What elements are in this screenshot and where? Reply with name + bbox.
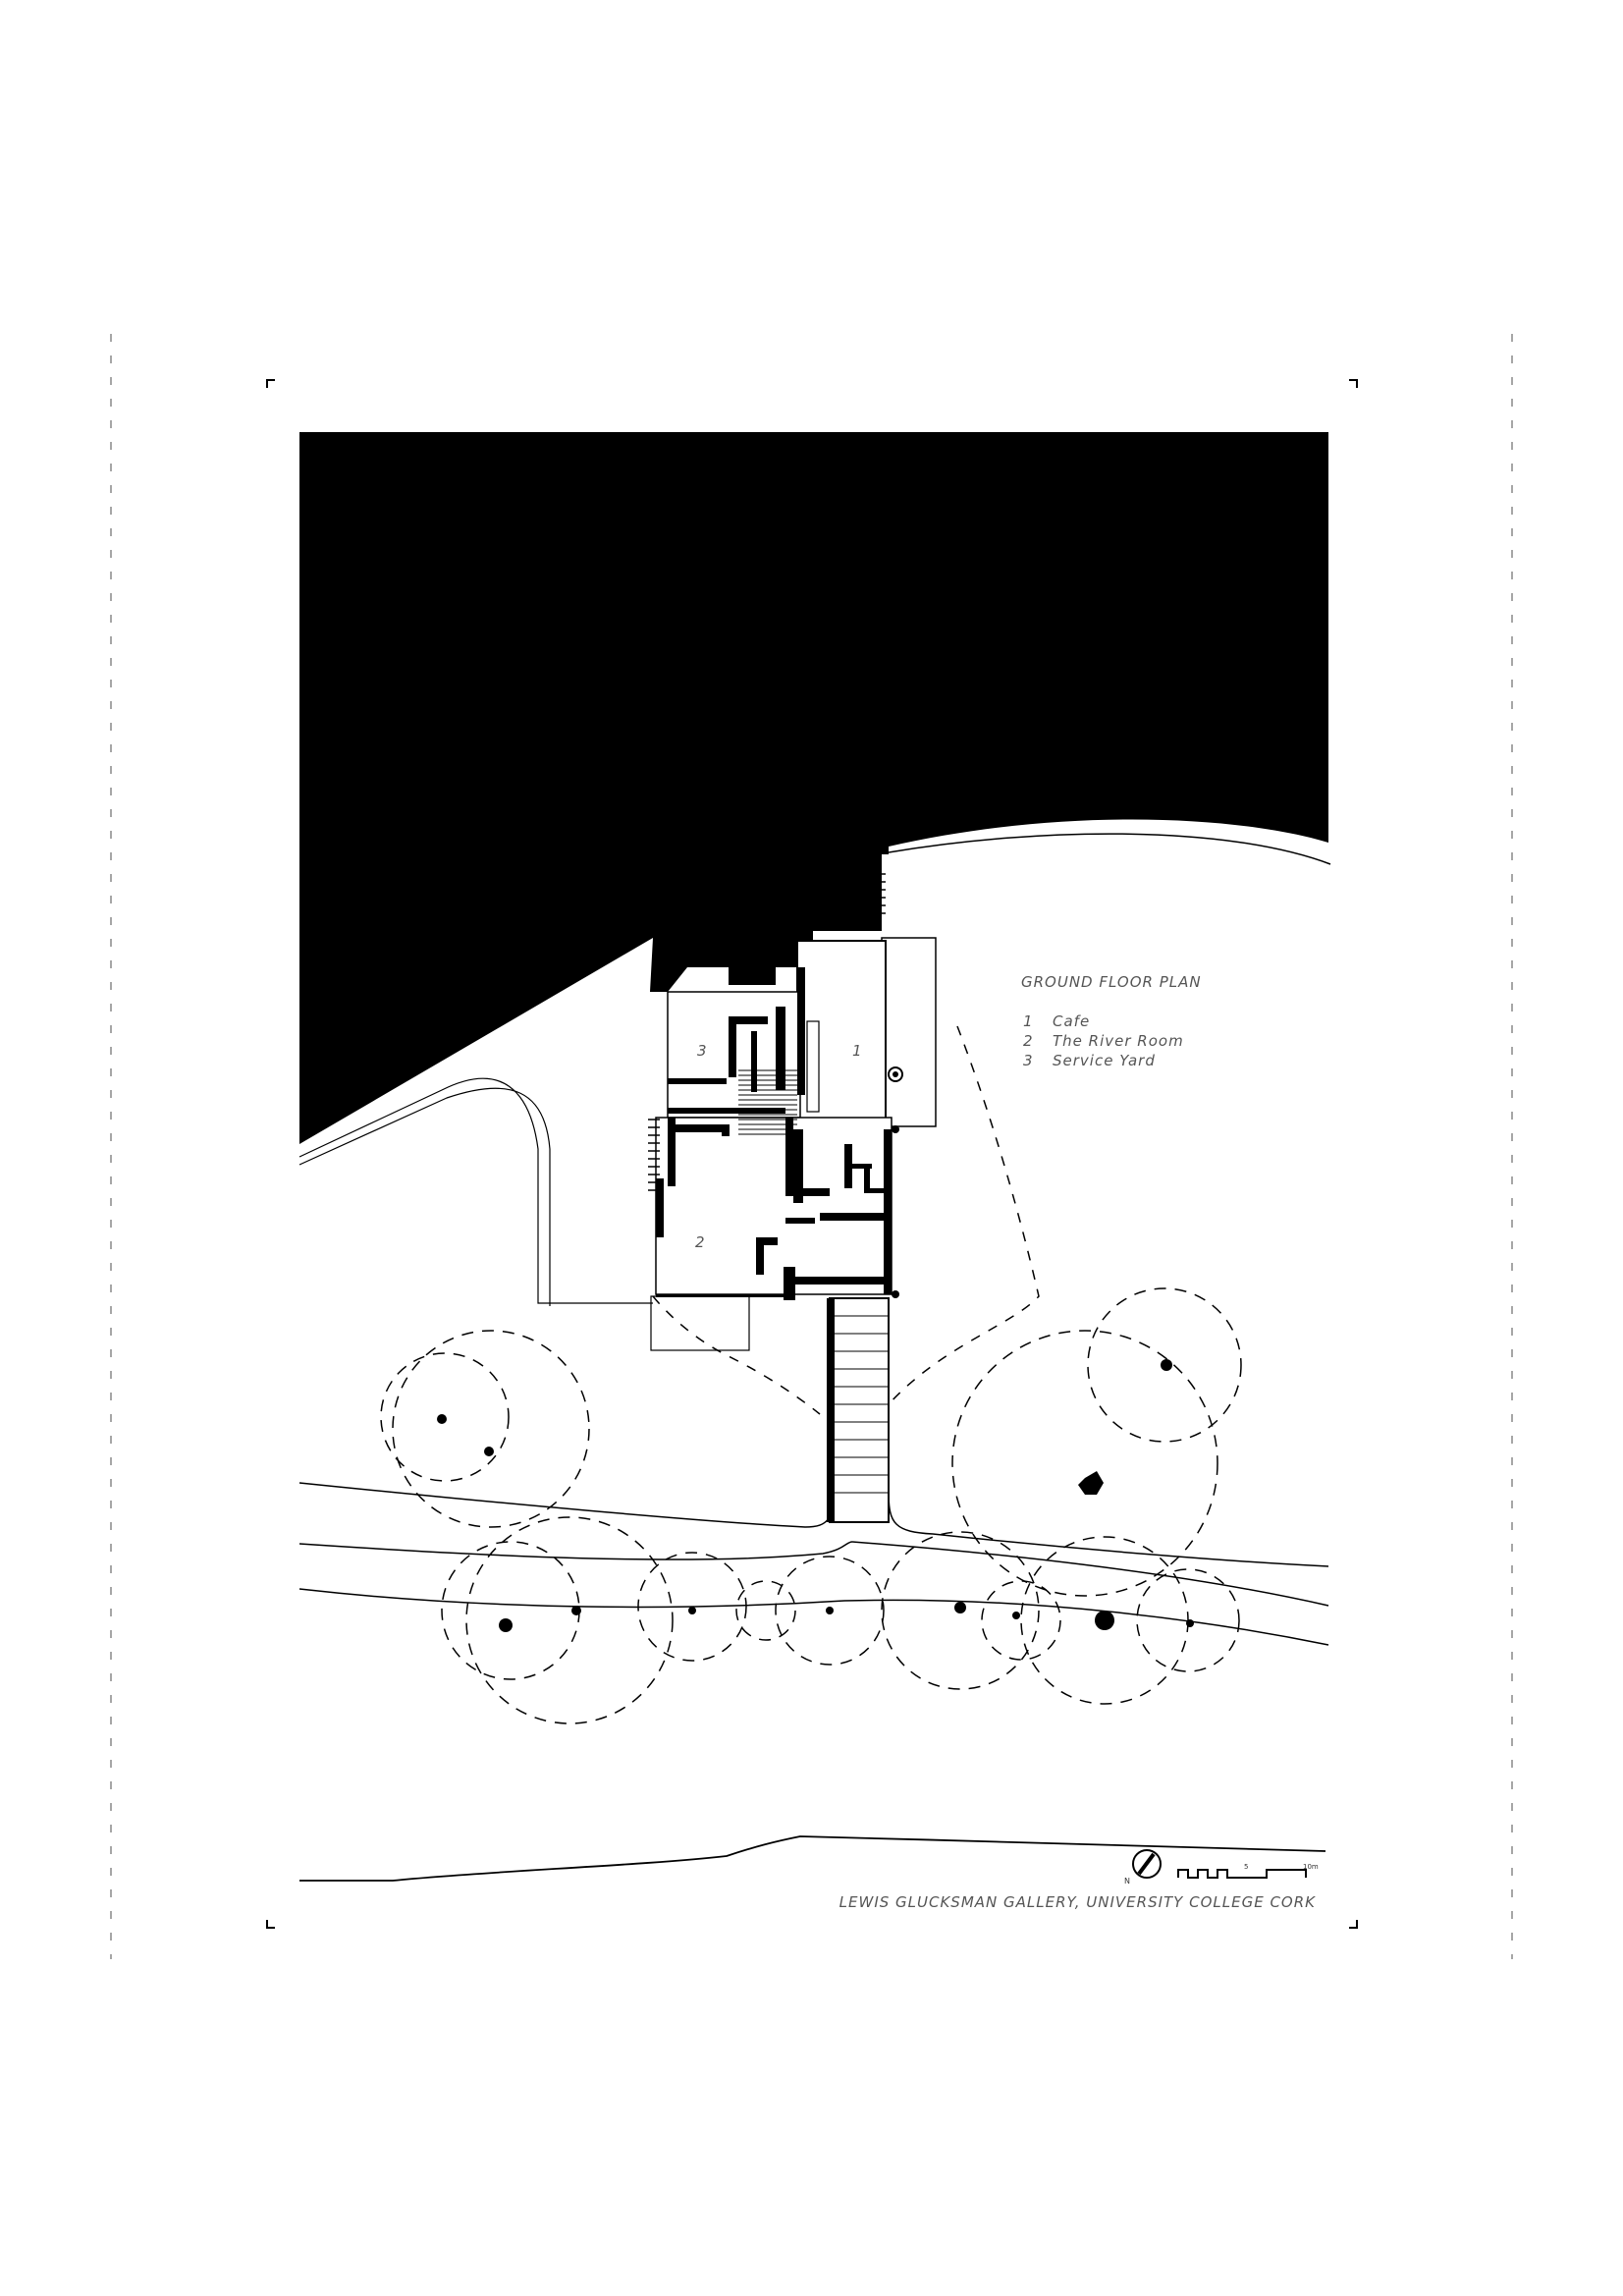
- cafe-counter: [806, 1020, 820, 1113]
- crop-marks: [266, 379, 1358, 1929]
- scale-label-5: 5: [1244, 1863, 1248, 1871]
- plan-title: GROUND FLOOR PLAN: [1021, 973, 1202, 991]
- scale-bar: [1177, 1869, 1307, 1879]
- cafe-terrace: [881, 937, 937, 1127]
- tree-trunks: [437, 1359, 1194, 1632]
- driveway-lines: [298, 1077, 653, 1306]
- legend-num-1: 1: [1023, 1012, 1034, 1030]
- walls: [656, 967, 892, 1300]
- north-label: N: [1124, 1877, 1130, 1886]
- legend-num-3: 3: [1023, 1052, 1034, 1069]
- tree-canopies: [380, 1287, 1242, 1724]
- legend-label-cafe: Cafe: [1053, 1012, 1090, 1030]
- dense-tree-mass: [299, 432, 1328, 1144]
- top-steps: [872, 785, 905, 914]
- room-tag-1: 1: [852, 1042, 863, 1060]
- river-edge: [299, 1835, 1326, 1882]
- drawing-caption: LEWIS GLUCKSMAN GALLERY, UNIVERSITY COLL…: [839, 1893, 1316, 1911]
- north-arrow: N: [1124, 1849, 1162, 1886]
- entrance-stair: [827, 1297, 890, 1523]
- road-lines: [298, 1482, 1329, 1646]
- west-steps: [648, 1119, 660, 1191]
- legend: 1 Cafe 2 The River Room 3 Service Yard: [1023, 1012, 1184, 1069]
- upper-floor-outline: [888, 1025, 1040, 1405]
- internal-stair: [738, 1069, 797, 1135]
- legend-label-service-yard: Service Yard: [1053, 1052, 1156, 1069]
- legend-label-river-room: The River Room: [1053, 1032, 1184, 1050]
- building-plan: [648, 785, 937, 1523]
- lower-block: [655, 1117, 893, 1295]
- bank-line: [888, 833, 1331, 865]
- canopy-outline: [650, 1295, 750, 1351]
- upper-floor-outline-west: [652, 1295, 821, 1415]
- scale-label-10m: 10m: [1303, 1863, 1319, 1871]
- room-tag-2: 2: [695, 1233, 706, 1251]
- room-tag-3: 3: [697, 1042, 708, 1060]
- legend-num-2: 2: [1023, 1032, 1034, 1050]
